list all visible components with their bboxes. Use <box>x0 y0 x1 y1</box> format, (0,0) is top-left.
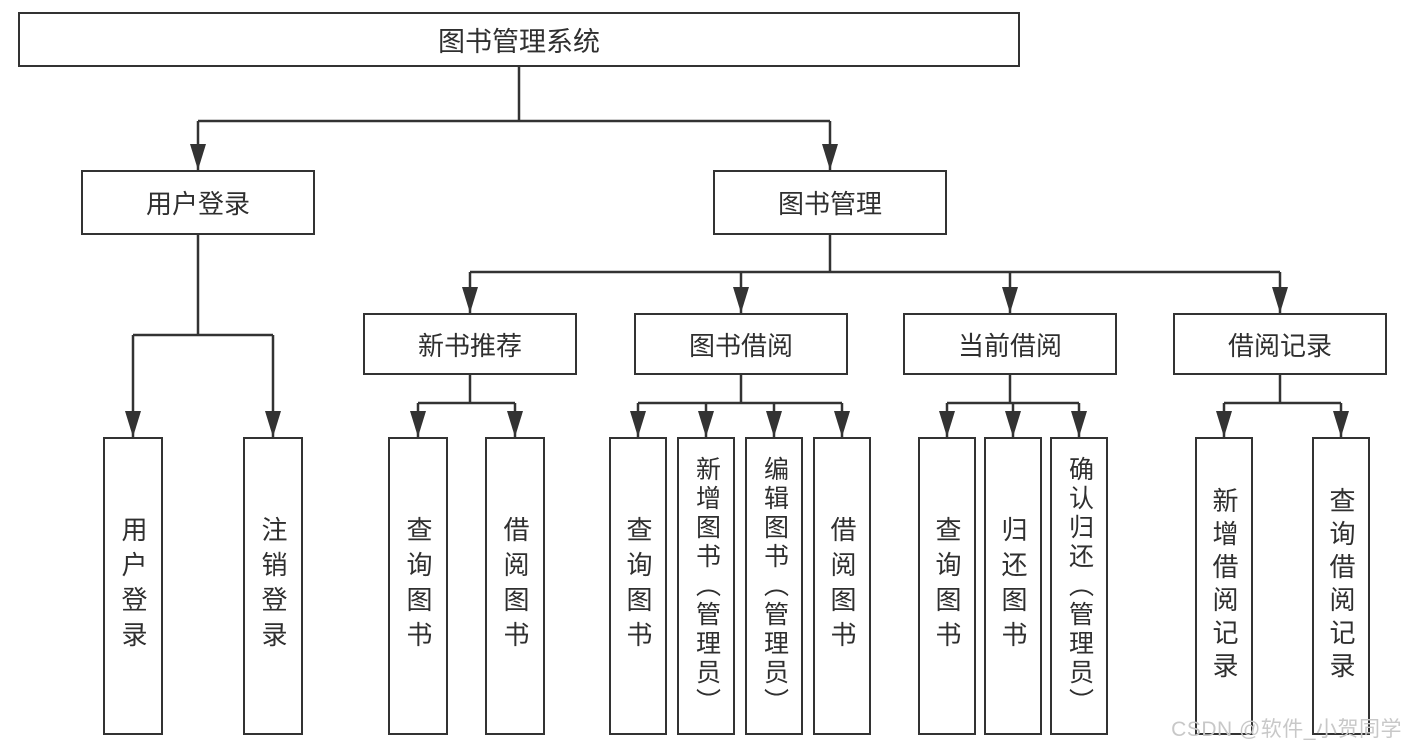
leaf-bb-edit-books-admin: 编辑图书（管理员） <box>745 437 803 735</box>
node-label: 查询图书 <box>932 516 962 656</box>
leaf-rec-query-books: 查询图书 <box>388 437 448 735</box>
node-label: 确认归还（管理员） <box>1065 455 1094 717</box>
leaf-logout: 注销登录 <box>243 437 303 735</box>
leaf-bb-borrow-books: 借阅图书 <box>813 437 871 735</box>
node-label: 借阅图书 <box>827 516 857 656</box>
leaf-br-query-record: 查询借阅记录 <box>1312 437 1370 735</box>
node-label: 新书推荐 <box>417 330 522 361</box>
node-book-management: 图书管理 <box>713 170 947 235</box>
node-book-borrowing: 图书借阅 <box>634 313 848 375</box>
node-label: 借阅图书 <box>500 516 530 656</box>
csdn-watermark: CSDN @软件_小贺同学 <box>1171 718 1402 741</box>
node-borrowing-records: 借阅记录 <box>1173 313 1387 375</box>
leaf-cb-confirm-return-admin: 确认归还（管理员） <box>1050 437 1108 735</box>
leaf-cb-return-books: 归还图书 <box>984 437 1042 735</box>
leaf-cb-query-books: 查询图书 <box>918 437 976 735</box>
node-user-login: 用户登录 <box>81 170 315 235</box>
leaf-rec-borrow-books: 借阅图书 <box>485 437 545 735</box>
node-label: 查询图书 <box>623 516 653 656</box>
leaf-bb-query-books: 查询图书 <box>609 437 667 735</box>
node-label: 编辑图书（管理员） <box>760 455 789 717</box>
node-label: 查询借阅记录 <box>1326 487 1356 685</box>
node-label: 图书管理系统 <box>438 27 600 57</box>
node-label: 注销登录 <box>258 516 288 656</box>
node-label: 用户登录 <box>118 516 148 656</box>
leaf-br-add-record: 新增借阅记录 <box>1195 437 1253 735</box>
node-label: 新增图书（管理员） <box>692 455 721 717</box>
node-label: 当前借阅 <box>957 330 1062 361</box>
node-label: 新增借阅记录 <box>1209 487 1239 685</box>
node-current-borrowing: 当前借阅 <box>903 313 1117 375</box>
leaf-user-login: 用户登录 <box>103 437 163 735</box>
node-label: 图书管理 <box>777 189 882 219</box>
node-new-book-recommendation: 新书推荐 <box>363 313 577 375</box>
node-label: 用户登录 <box>145 189 250 219</box>
node-label: 查询图书 <box>403 516 433 656</box>
node-label: 借阅记录 <box>1227 330 1332 361</box>
node-label: 归还图书 <box>998 516 1028 656</box>
node-library-management-system: 图书管理系统 <box>18 12 1020 67</box>
leaf-bb-add-books-admin: 新增图书（管理员） <box>677 437 735 735</box>
node-label: 图书借阅 <box>688 330 793 361</box>
